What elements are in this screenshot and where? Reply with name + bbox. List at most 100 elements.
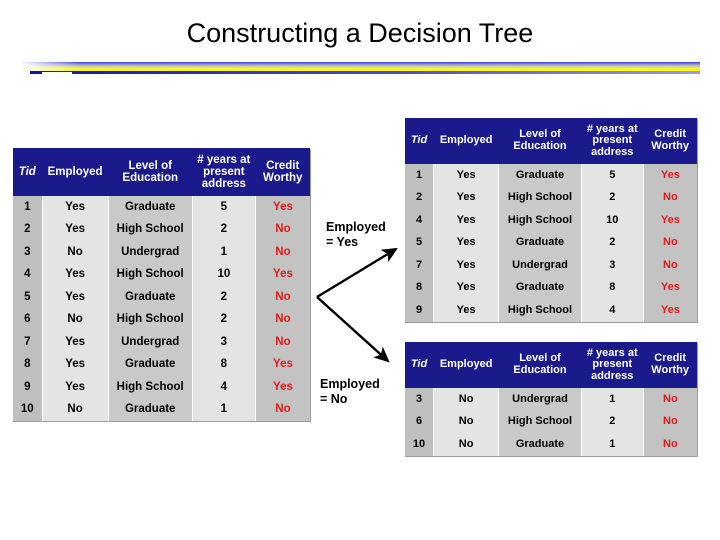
cell-credit: No [642,410,697,433]
column-header-credit: Credit Worthy [643,342,697,388]
cell-education: Graduate [107,398,193,421]
cell-education: High School [107,218,193,241]
branch-label-no-line2: = No [320,392,348,407]
column-header-years-line2: present [203,165,245,178]
cell-tid: 7 [12,331,43,354]
rule-underline [30,71,700,74]
cell-credit: Yes [642,299,697,322]
column-header-years-line3: address [591,145,634,158]
cell-employed: Yes [433,231,499,254]
column-header-years-line1: # years at [586,346,638,359]
cell-education: Undergrad [498,254,582,277]
cell-years: 1 [580,433,644,456]
cell-credit: No [642,231,697,254]
cell-employed: Yes [41,263,109,286]
column-header-employed: Employed [433,342,499,388]
cell-tid: 10 [12,398,43,421]
column-header-years-line3: address [201,178,246,191]
cell-years: 2 [580,410,644,433]
cell-tid: 9 [12,376,43,399]
column-header-years: # years at present address [581,118,644,164]
cell-education: Undergrad [498,388,582,411]
rule-notch [42,72,72,75]
page-title: Constructing a Decision Tree [186,18,534,48]
cell-education: Graduate [498,276,582,299]
column-header-credit-line1: Credit [266,159,300,172]
cell-years: 2 [580,186,644,209]
arrow-to-employed-no [316,296,390,363]
cell-tid: 1 [403,164,434,187]
column-header-years-line3: address [591,369,634,382]
table-header-row: Tid Employed Level of Education # years … [404,342,697,388]
column-header-education-line2: Education [122,172,178,184]
cell-tid: 1 [12,196,43,219]
column-header-tid: Tid [12,148,43,196]
cell-tid: 6 [403,410,434,433]
cell-tid: 5 [12,286,43,309]
cell-tid: 8 [12,353,43,376]
cell-credit: Yes [254,353,310,376]
column-header-employed: Employed [433,118,499,164]
cell-employed: No [41,398,109,421]
cell-tid: 10 [403,433,434,456]
cell-credit: Yes [254,196,310,219]
column-header-credit: Credit Worthy [255,148,310,196]
root-dataset-table: Tid Employed Level of Education # years … [12,148,310,421]
cell-years: 2 [580,231,644,254]
cell-years: 3 [580,254,644,277]
cell-employed: Yes [433,209,499,232]
column-header-employed: Employed [42,148,109,196]
cell-employed: Yes [41,218,109,241]
cell-credit: No [254,218,310,241]
gradient-left-fade [20,62,80,72]
column-header-education: Level of Education [498,342,582,388]
cell-credit: No [254,331,310,354]
cell-employed: No [433,433,499,456]
column-header-education: Level of Education [108,148,193,196]
cell-employed: No [41,308,109,331]
cell-years: 1 [580,388,644,411]
column-header-education-line2: Education [513,364,567,376]
cell-years: 1 [191,398,256,421]
cell-years: 8 [580,276,644,299]
column-header-years: # years at present address [581,342,644,388]
employed-yes-table: Tid Employed Level of Education # years … [403,118,697,322]
cell-credit: No [254,286,310,309]
cell-years: 10 [580,209,644,232]
cell-employed: No [433,410,499,433]
cell-years: 3 [191,331,256,354]
cell-education: High School [498,186,582,209]
cell-employed: Yes [41,331,109,354]
cell-education: Undergrad [107,241,193,264]
branch-label-no-line1: Employed [320,377,380,391]
cell-credit: No [254,308,310,331]
column-header-education-line1: Level of [519,352,561,365]
cell-years: 5 [580,164,644,187]
cell-tid: 2 [403,186,434,209]
cell-employed: No [41,241,109,264]
branch-label-employed-no: Employed = No [320,377,380,408]
cell-employed: Yes [41,196,109,219]
cell-education: Graduate [498,433,582,456]
column-header-years-line2: present [592,358,633,371]
cell-credit: Yes [642,209,697,232]
column-header-credit-line2: Worthy [263,172,303,184]
cell-education: High School [498,410,582,433]
cell-credit: Yes [642,164,697,187]
cell-education: Graduate [498,231,582,254]
cell-credit: No [254,241,310,264]
cell-years: 8 [191,353,256,376]
cell-years: 1 [191,241,256,264]
cell-education: Graduate [107,286,193,309]
cell-years: 5 [191,196,256,219]
cell-credit: No [254,398,310,421]
